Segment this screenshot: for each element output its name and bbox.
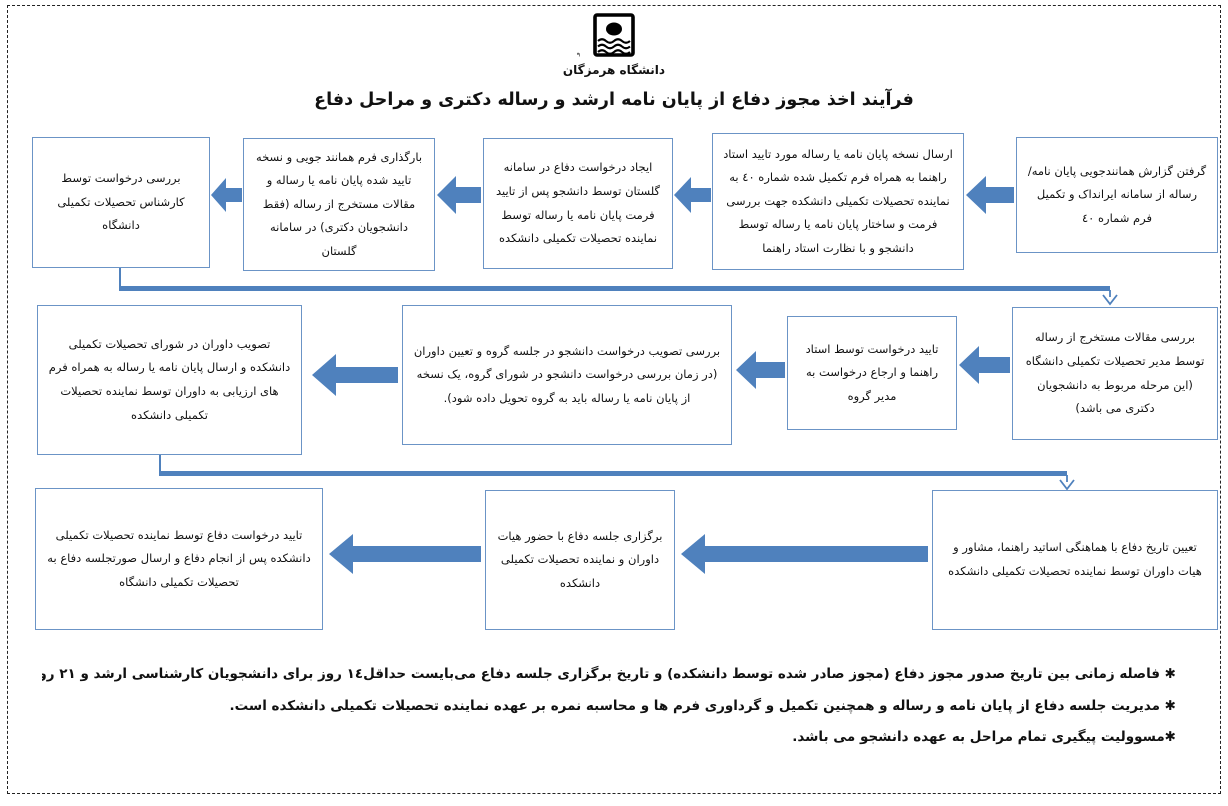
flow-step-box-11: برگزاری جلسه دفاع با حضور هیات داوران و … <box>485 490 675 630</box>
ministry-logo-icon: وزارت علوم، تحقیقات و فناوری <box>559 0 635 57</box>
university-name: دانشگاه هرمزگان <box>562 63 666 77</box>
page-title: فرآیند اخذ مجوز دفاع از پایان نامه ارشد … <box>314 90 914 110</box>
footnotes: ✱ فاصله زمانی بین تاریخ صدور مجوز دفاع (… <box>42 659 1176 754</box>
arrow-left-icon <box>211 178 242 212</box>
flow-step-1-label: گرفتن گزارش همانندجویی پایان نامه/ رساله… <box>1027 163 1207 225</box>
flow-step-box-6: بررسی مقالات مستخرج از رساله توسط مدیر ت… <box>1012 307 1218 440</box>
flow-step-box-3: ایجاد درخواست دفاع در سامانه گلستان توسط… <box>483 138 673 269</box>
arrow-left-icon <box>329 534 481 574</box>
connector-line <box>159 455 161 473</box>
arrow-left-icon <box>959 346 1010 384</box>
flow-step-box-8: بررسی تصویب درخواست دانشجو در جلسه گروه … <box>402 305 732 445</box>
flow-step-2-label: ارسال نسخه پایان نامه یا رساله مورد تایی… <box>723 146 953 255</box>
flow-step-box-1: گرفتن گزارش همانندجویی پایان نامه/ رساله… <box>1016 137 1218 253</box>
flow-step-box-10: تعیین تاریخ دفاع با هماهنگی اساتید راهنم… <box>932 490 1218 630</box>
flow-step-7-label: تایید درخواست توسط استاد راهنما و ارجاع … <box>805 341 939 403</box>
arrow-down-icon <box>1059 475 1075 491</box>
flow-step-8-label: بررسی تصویب درخواست دانشجو در جلسه گروه … <box>413 343 721 405</box>
footnote-3: ✱مسوولیت پیگیری تمام مراحل به عهده دانشج… <box>792 729 1176 745</box>
arrow-left-icon <box>437 176 481 214</box>
flow-step-11-label: برگزاری جلسه دفاع با حضور هیات داوران و … <box>497 528 663 590</box>
flow-step-box-5: بررسی درخواست توسط کارشناس تحصیلات تکمیل… <box>32 137 210 268</box>
footnote-1: ✱ فاصله زمانی بین تاریخ صدور مجوز دفاع (… <box>42 666 1176 682</box>
connector-line <box>159 471 1067 476</box>
flow-step-10-label: تعیین تاریخ دفاع با هماهنگی اساتید راهنم… <box>948 540 1202 578</box>
arrow-left-icon <box>966 176 1014 214</box>
arrow-left-icon <box>674 177 711 213</box>
flow-step-box-7: تایید درخواست توسط استاد راهنما و ارجاع … <box>787 316 957 430</box>
flow-step-4-label: بارگذاری فرم همانند جویی و نسخه تایید شد… <box>255 149 423 258</box>
arrow-left-icon <box>736 351 785 389</box>
flow-step-3-label: ایجاد درخواست دفاع در سامانه گلستان توسط… <box>495 160 661 246</box>
flow-step-9-label: تصویب داوران در شورای تحصیلات تکمیلی دان… <box>48 336 291 422</box>
flow-step-box-12: تایید درخواست دفاع توسط نماینده تحصیلات … <box>35 488 323 630</box>
flow-step-box-9: تصویب داوران در شورای تحصیلات تکمیلی دان… <box>37 305 302 455</box>
flow-step-12-label: تایید درخواست دفاع توسط نماینده تحصیلات … <box>47 527 311 589</box>
flow-step-box-4: بارگذاری فرم همانند جویی و نسخه تایید شد… <box>243 138 435 271</box>
flow-step-box-2: ارسال نسخه پایان نامه یا رساله مورد تایی… <box>712 133 964 270</box>
connector-line <box>119 286 1110 291</box>
arrow-left-icon <box>312 354 398 396</box>
flow-step-5-label: بررسی درخواست توسط کارشناس تحصیلات تکمیل… <box>57 171 185 233</box>
svg-text:وزارت علوم، تحقیقات و فناوری: وزارت علوم، تحقیقات و فناوری <box>562 0 581 57</box>
arrow-down-icon <box>1102 290 1118 306</box>
university-logo: وزارت علوم، تحقیقات و فناوری دانشگاه هرم… <box>559 0 668 77</box>
arrow-left-icon <box>681 534 928 574</box>
footnote-2: ✱ مدیریت جلسه دفاع از پایان نامه و رساله… <box>229 697 1176 714</box>
connector-line <box>119 268 121 288</box>
flow-step-6-label: بررسی مقالات مستخرج از رساله توسط مدیر ت… <box>1025 330 1205 416</box>
